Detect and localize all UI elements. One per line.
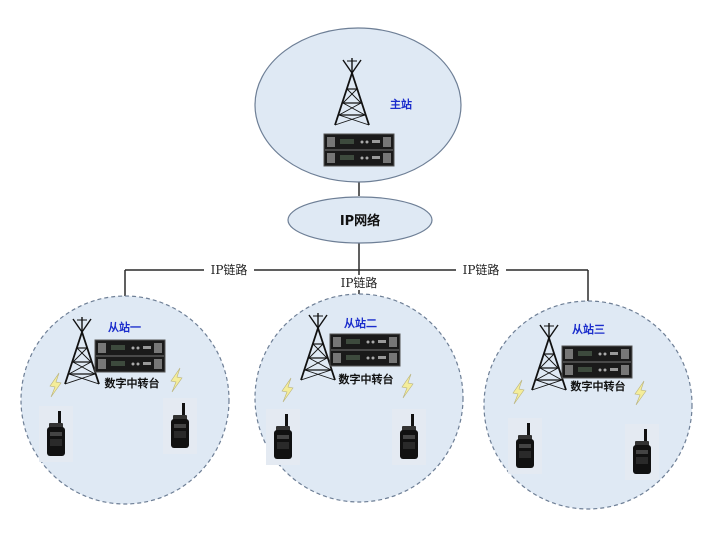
ip-network-label: IP网络 (340, 213, 380, 229)
sub3-repeater-device-icon (561, 345, 633, 379)
ip-link-label-left: IP链路 (211, 262, 248, 277)
sub3-handheld-radio-right-icon (625, 424, 659, 480)
sub2-repeater-label: 数字中转台 (339, 372, 394, 386)
ip-link-label-center: IP链路 (341, 275, 378, 290)
sub2-handheld-radio-right-icon (392, 409, 426, 465)
sub1-repeater-label: 数字中转台 (105, 376, 160, 390)
sub3-repeater-label: 数字中转台 (571, 379, 626, 393)
sub-station-label-2: 从站二 (344, 316, 377, 330)
sub1-handheld-radio-left-icon (39, 406, 73, 462)
sub-station-label-3: 从站三 (572, 322, 605, 336)
ip-link-label-right: IP链路 (463, 262, 500, 277)
ip-network-node (287, 196, 433, 244)
sub2-handheld-radio-left-icon (266, 409, 300, 465)
sub1-handheld-radio-right-icon (163, 398, 197, 454)
sub3-handheld-radio-left-icon (508, 418, 542, 474)
main-repeater-device-icon (323, 133, 395, 167)
sub-station-label-1: 从站一 (108, 320, 141, 334)
sub1-repeater-device-icon (94, 339, 166, 373)
main-station-label: 主站 (390, 97, 412, 111)
sub2-repeater-device-icon (329, 333, 401, 367)
